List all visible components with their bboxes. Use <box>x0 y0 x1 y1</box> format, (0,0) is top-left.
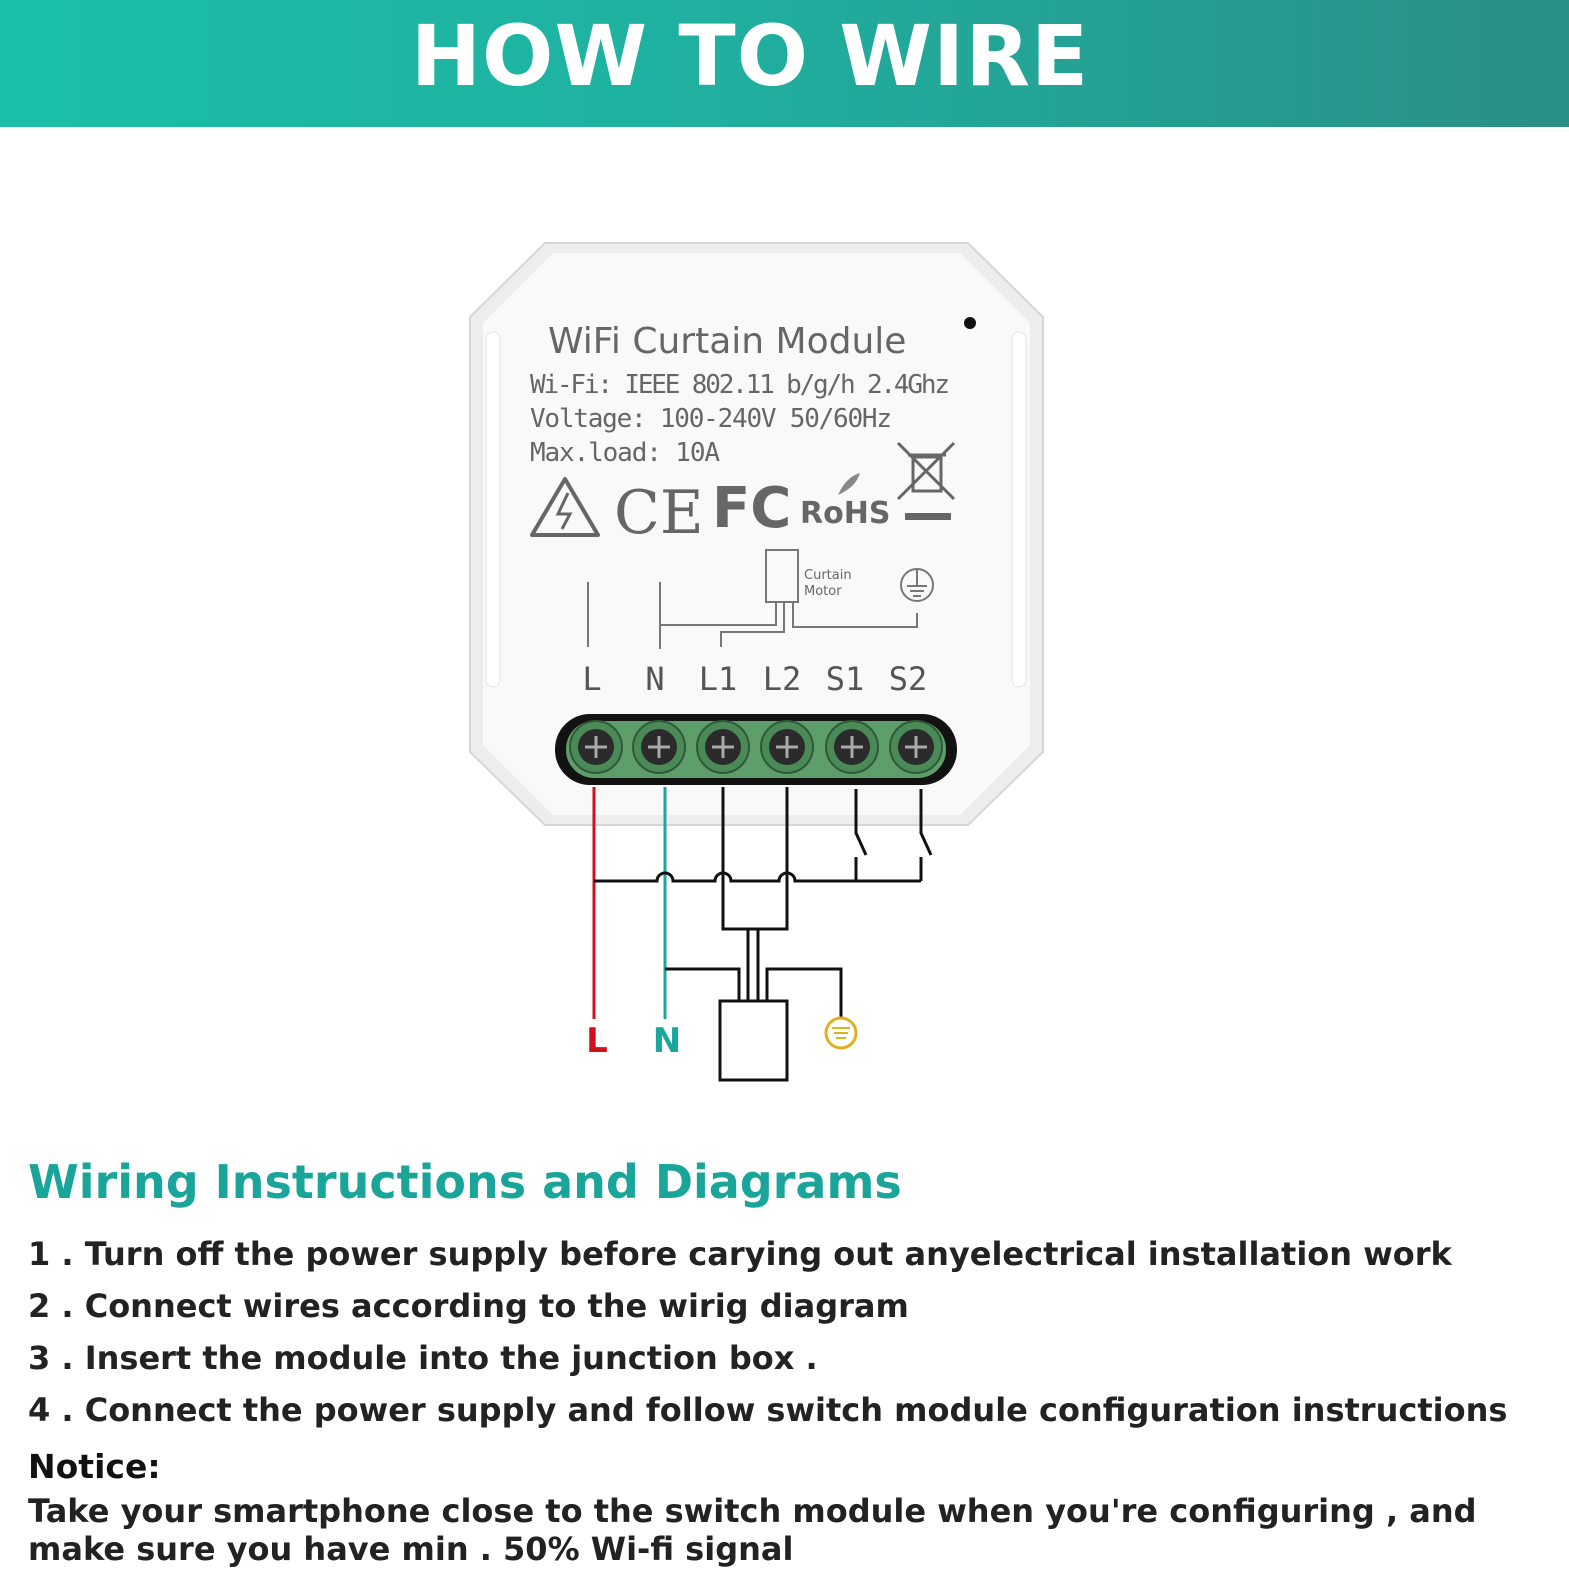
ce-mark: CE <box>614 478 704 548</box>
earth-icon <box>824 1016 858 1050</box>
screw-s2 <box>889 720 943 774</box>
live-label: L <box>586 1021 608 1061</box>
motor-label-line1: Curtain <box>804 568 852 583</box>
terminal-label-n: N <box>645 660 664 698</box>
screw-n <box>632 720 686 774</box>
warning-icon <box>530 477 600 537</box>
notice-text: Take your smartphone close to the switch… <box>28 1492 1477 1568</box>
terminal-label-l1: L1 <box>699 660 738 698</box>
fcc-mark: FC <box>712 476 791 541</box>
screw-l1 <box>696 720 750 774</box>
screw-s1 <box>825 720 879 774</box>
header-banner: HOW TO WIRE <box>0 0 1569 127</box>
module-max-load: Max.load: 10A <box>530 438 720 468</box>
rohs-mark: RoHS <box>800 496 890 531</box>
motor-label-line2: Motor <box>804 584 842 599</box>
notice-title: Notice: <box>28 1447 161 1486</box>
terminal-label-s2: S2 <box>889 660 928 698</box>
weee-bin-icon <box>896 441 956 520</box>
instruction-step: 2 . Connect wires according to the wirig… <box>28 1287 909 1325</box>
terminal-label-l2: L2 <box>763 660 802 698</box>
screw-l <box>569 720 623 774</box>
curtain-motor-box <box>718 999 789 1082</box>
instructions-title: Wiring Instructions and Diagrams <box>28 1155 902 1209</box>
neutral-label: N <box>653 1021 681 1061</box>
module-wifi-spec: Wi-Fi: IEEE 802.11 b/g/h 2.4Ghz <box>530 370 950 400</box>
banner-title: HOW TO WIRE <box>410 7 1090 105</box>
terminal-screws <box>569 720 943 774</box>
screw-l2 <box>760 720 814 774</box>
module-voltage-spec: Voltage: 100-240V 50/60Hz <box>530 404 892 434</box>
instruction-step: 4 . Connect the power supply and follow … <box>28 1391 1508 1429</box>
terminal-label-l: L <box>582 660 601 698</box>
instruction-step: 3 . Insert the module into the junction … <box>28 1339 818 1377</box>
instruction-step: 1 . Turn off the power supply before car… <box>28 1235 1452 1273</box>
module-name: WiFi Curtain Module <box>548 321 906 362</box>
terminal-label-s1: S1 <box>826 660 865 698</box>
wiring-diagram: WiFi Curtain Module Wi-Fi: IEEE 802.11 b… <box>469 242 1044 1082</box>
module-body <box>469 242 1044 826</box>
rohs-leaf-icon <box>838 473 860 495</box>
instructions-list: 1 . Turn off the power supply before car… <box>28 1228 1507 1436</box>
external-wiring <box>592 787 933 1082</box>
internal-schematic <box>587 549 934 649</box>
